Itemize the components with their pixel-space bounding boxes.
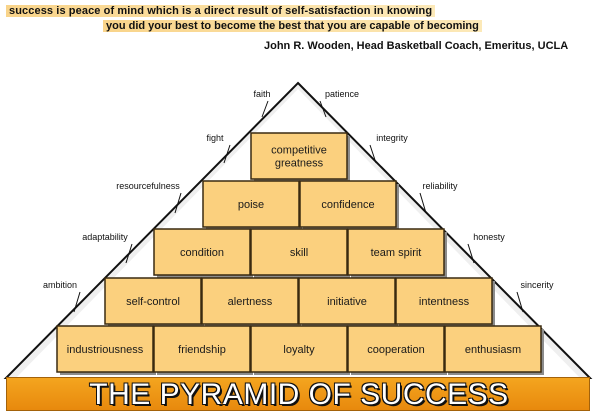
trait-tick <box>467 243 475 264</box>
pyramid-block <box>395 277 493 325</box>
right-trait-label: reliability <box>422 181 458 191</box>
pyramid-block <box>250 228 348 276</box>
block-label: condition <box>180 247 224 259</box>
pyramid-block <box>104 277 202 325</box>
block-label: industriousness <box>67 344 144 356</box>
pyramid-block <box>202 180 300 228</box>
pyramid-block <box>153 325 251 373</box>
left-trait-label: faith <box>253 89 270 99</box>
pyramid-block <box>250 325 348 373</box>
block-label: alertness <box>228 296 273 308</box>
left-trait-label: adaptability <box>82 232 128 242</box>
trait-tick <box>174 192 182 214</box>
left-trait-label: resourcefulness <box>116 181 180 191</box>
trait-tick <box>516 291 524 313</box>
block-label: friendship <box>178 344 226 356</box>
trait-tick <box>261 100 269 118</box>
title-banner: THE PYRAMID OF SUCCESS <box>6 377 590 411</box>
pyramid-block <box>347 228 445 276</box>
block-label: poise <box>238 199 264 211</box>
block-label: initiative <box>327 296 367 308</box>
right-trait-label: honesty <box>473 232 505 242</box>
quote-attribution: John R. Wooden, Head Basketball Coach, E… <box>264 40 569 52</box>
block-label: enthusiasm <box>465 344 521 356</box>
trait-tick <box>125 243 133 264</box>
pyramid-block <box>444 325 542 373</box>
right-trait-label: patience <box>325 89 359 99</box>
block-label: confidence <box>321 199 374 211</box>
quote-line-1: success is peace of mind which is a dire… <box>6 5 436 17</box>
pyramid-block <box>56 325 154 373</box>
pyramid-block <box>299 180 397 228</box>
banner-title: THE PYRAMID OF SUCCESS <box>89 378 509 411</box>
right-trait-label: sincerity <box>520 280 554 290</box>
pyramid-block <box>153 228 251 276</box>
trait-tick <box>419 192 427 214</box>
pyramid-block <box>201 277 299 325</box>
right-trait-label: integrity <box>376 133 408 143</box>
left-trait-label: fight <box>206 133 224 143</box>
pyramid-block <box>347 325 445 373</box>
block-label: cooperation <box>367 344 425 356</box>
block-label: loyalty <box>283 344 315 356</box>
pyramid-block <box>298 277 396 325</box>
block-label: skill <box>290 247 308 259</box>
block-label: self-control <box>126 296 180 308</box>
trait-tick <box>319 100 327 118</box>
block-label: intentness <box>419 296 470 308</box>
trait-tick <box>223 144 231 164</box>
quote-line-2: you did your best to become the best tha… <box>103 20 482 32</box>
block-label: team spirit <box>371 247 422 259</box>
pyramid-block <box>250 132 348 180</box>
trait-tick <box>369 144 377 164</box>
trait-tick <box>73 291 81 313</box>
left-trait-label: ambition <box>43 280 77 290</box>
